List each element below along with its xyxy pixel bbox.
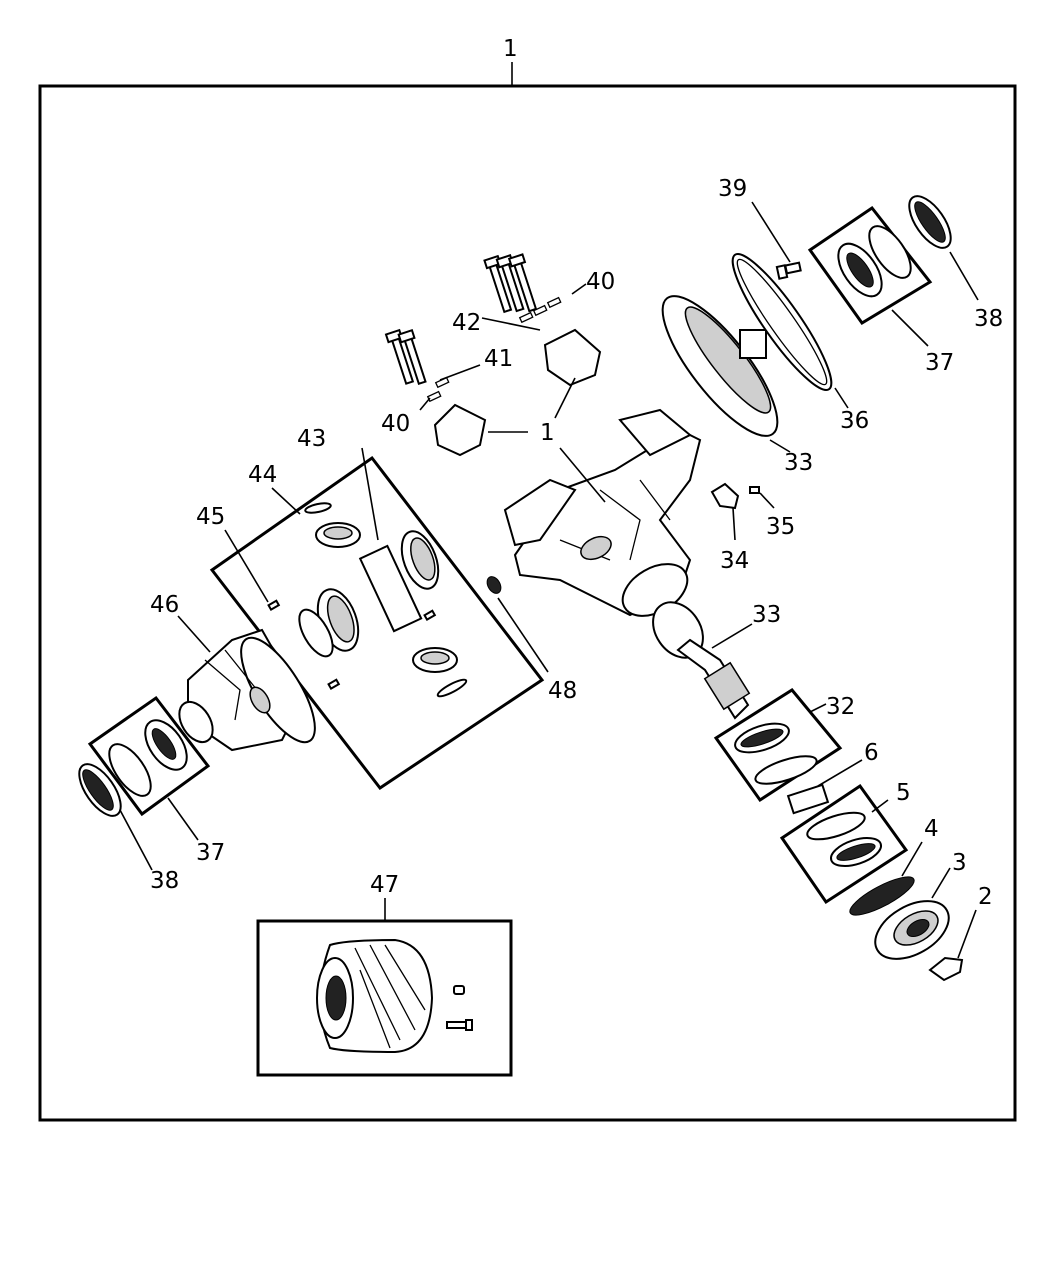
callout-45[interactable]: 45 [196,504,225,530]
callout-33-pinion[interactable]: 33 [752,602,781,628]
pinion-bearing-kit-32 [713,688,843,803]
callout-6[interactable]: 6 [864,740,879,766]
diff-gear-kit-group [209,455,545,791]
callout-34[interactable]: 34 [720,548,749,574]
vent-34-35 [710,482,760,510]
ring-gear [661,295,779,437]
assembly-frame [38,84,1017,1122]
callout-32[interactable]: 32 [826,694,855,720]
diff-gear-kit-box [209,455,545,791]
callout-37-right[interactable]: 37 [925,350,954,376]
callout-48[interactable]: 48 [548,678,577,704]
callout-2[interactable]: 2 [978,884,993,910]
drive-pinion [652,601,751,720]
lsd-kit-47 [256,919,513,1077]
callout-4[interactable]: 4 [924,816,939,842]
callout-44[interactable]: 44 [248,462,277,488]
left-bearing-kit [78,695,211,817]
pinion-nut-2 [928,956,964,982]
callout-42[interactable]: 42 [452,310,481,336]
callout-43[interactable]: 43 [297,426,326,452]
ring-bolt-39 [775,261,802,280]
right-bearing-kit [807,195,952,326]
callout-33-ring[interactable]: 33 [784,450,813,476]
pinion-seal-4 [849,876,915,916]
callout-5[interactable]: 5 [896,780,911,806]
callout-35[interactable]: 35 [766,514,795,540]
companion-flange-3 [874,900,950,960]
callout-47[interactable]: 47 [370,872,399,898]
axle-housing [503,408,702,617]
callout-1-assembly[interactable]: 1 [503,36,518,62]
cap-bolts [384,253,562,403]
callout-38-right[interactable]: 38 [974,306,1003,332]
spacer-6 [786,783,830,815]
callout-37-left[interactable]: 37 [196,840,225,866]
callout-40-top[interactable]: 40 [586,269,615,295]
bearing-caps [433,328,602,457]
callout-41[interactable]: 41 [484,346,513,372]
callout-38-left[interactable]: 38 [150,868,179,894]
shim-36 [731,253,833,391]
callout-3[interactable]: 3 [952,850,967,876]
callout-36[interactable]: 36 [840,408,869,434]
seal-48 [486,576,502,594]
callout-1-caps[interactable]: 1 [540,420,555,446]
callout-39[interactable]: 39 [718,176,747,202]
callout-46[interactable]: 46 [150,592,179,618]
callout-40-bottom[interactable]: 40 [381,411,410,437]
differential-case [178,628,316,752]
pinion-bearing-kit-5 [779,783,909,905]
